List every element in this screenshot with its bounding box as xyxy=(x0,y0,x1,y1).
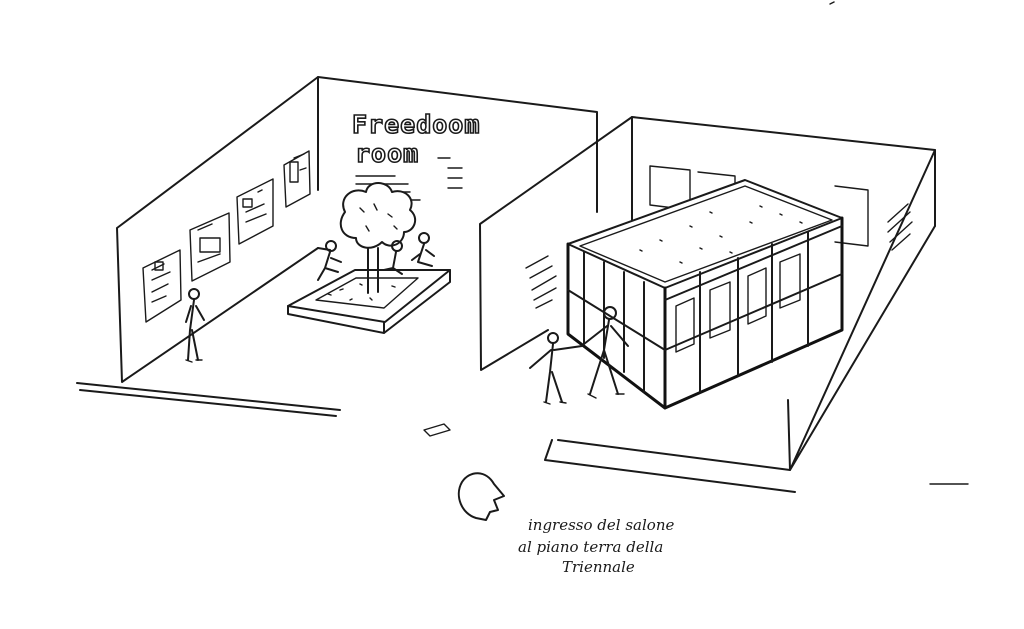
seated-person-3 xyxy=(411,232,435,267)
room-sign-line1: Freedoom xyxy=(352,110,480,139)
right-room-side-wall xyxy=(787,149,936,471)
pavilion-roof xyxy=(567,179,843,289)
wall-poster-4 xyxy=(283,150,311,208)
stray-mark xyxy=(829,1,969,485)
room-sign-line2: room xyxy=(355,139,419,168)
platform-inner-bed xyxy=(315,277,419,309)
entrance-note-line3: Triennale xyxy=(562,558,635,576)
wall-poster-1 xyxy=(142,249,182,323)
right-room xyxy=(479,116,936,493)
back-wall-window-2 xyxy=(697,171,736,187)
tree-platform xyxy=(287,269,451,334)
standing-person-left xyxy=(185,288,205,363)
entrance-mat xyxy=(423,423,451,437)
wall-poster-3 xyxy=(236,178,274,245)
left-room-floor-edge xyxy=(76,382,341,417)
right-room-floor-edge xyxy=(544,439,796,493)
person-child xyxy=(529,332,583,405)
tree-canopy xyxy=(339,182,417,249)
room-sign: Freedoom room xyxy=(351,109,480,201)
glass-pavilion xyxy=(566,179,844,410)
entrance-note-line2: al piano terra della xyxy=(518,538,663,556)
pavilion-side-mullions xyxy=(664,225,843,393)
pavilion-roof-inner xyxy=(579,185,833,283)
back-wall-window-3 xyxy=(834,185,869,247)
side-wall-hatch xyxy=(887,203,913,251)
person-adult xyxy=(583,306,629,399)
left-room-side-wall xyxy=(116,76,319,383)
left-room: Freedoom room xyxy=(76,76,598,417)
tree xyxy=(339,182,417,294)
seated-person-2 xyxy=(383,240,403,275)
seated-person-1 xyxy=(317,240,342,281)
entrance-note-line1: ingresso del salone xyxy=(528,516,674,534)
entrance: ingresso del salone al piano terra della… xyxy=(423,423,674,576)
partition-hatch xyxy=(525,255,557,309)
entrance-arrow-icon xyxy=(457,472,505,521)
wall-poster-2 xyxy=(189,212,231,282)
